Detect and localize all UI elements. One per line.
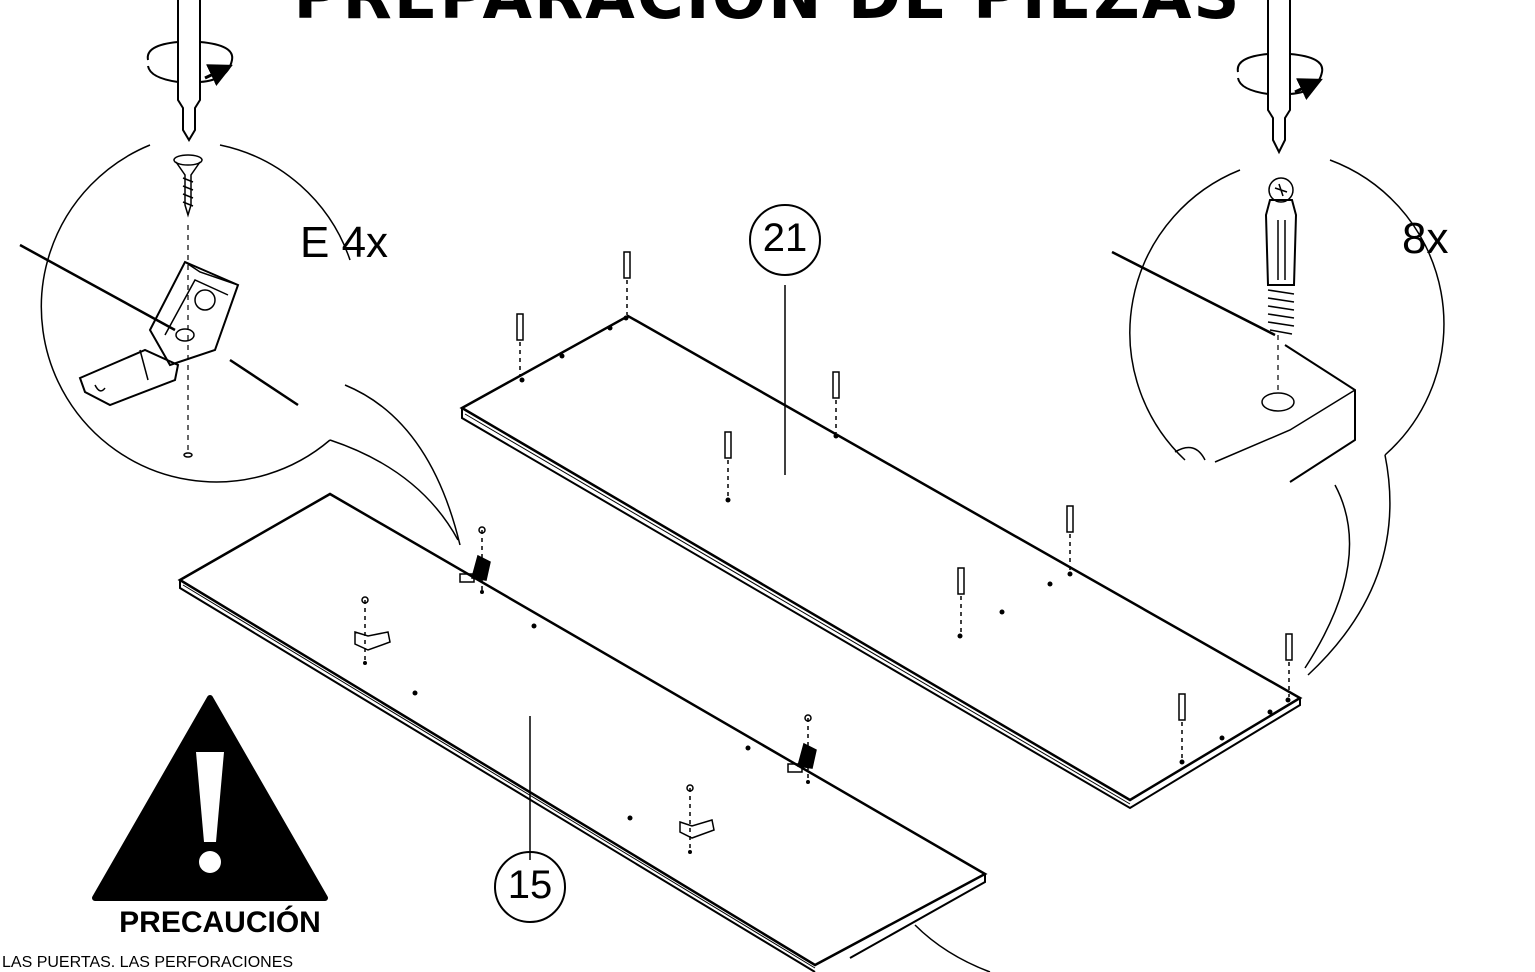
dowel-icon (957, 567, 965, 633)
screwdriver-left-icon (146, 0, 234, 142)
caution-label: PRECAUCIÓN (119, 906, 321, 939)
quantity-label-dowel: 8x (1402, 214, 1449, 263)
panel-21-dowels (516, 251, 1293, 759)
corner-bracket-icon (787, 714, 817, 782)
detail-callout-bracket (19, 144, 461, 546)
panel-21 (459, 285, 1303, 810)
dowel-icon (832, 371, 840, 433)
dowel-icon (1066, 505, 1074, 571)
caution-text: N LAS PUERTAS. LAS PERFORACIONES (0, 954, 294, 971)
dowel-icon (1178, 693, 1186, 759)
warning-icon (92, 695, 328, 901)
panel-15 (177, 492, 991, 972)
hinge-plate-icon (679, 784, 715, 850)
page-title: PREPARACIÓN DE PIEZAS (0, 0, 1535, 34)
part-number-circle-21 (749, 204, 821, 276)
panel-15-holes (363, 590, 810, 854)
corner-bracket-icon (459, 526, 491, 594)
dowel-icon (516, 313, 524, 376)
screwdriver-right-icon (1236, 0, 1324, 155)
part-number-circle-15 (494, 851, 566, 923)
screw-left-icon (173, 154, 203, 218)
part-number-15: 15 (507, 863, 553, 907)
detail-callout-dowel (1111, 159, 1445, 676)
part-number-21: 21 (762, 216, 808, 260)
dowel-icon (623, 251, 631, 315)
dowel-icon (1285, 633, 1293, 697)
dowel-icon (724, 431, 732, 497)
panel-15-brackets (354, 526, 817, 850)
panel-21-holes (519, 315, 1291, 765)
quantity-label-bracket: E 4x (300, 218, 389, 267)
hinge-plate-icon (354, 596, 391, 660)
